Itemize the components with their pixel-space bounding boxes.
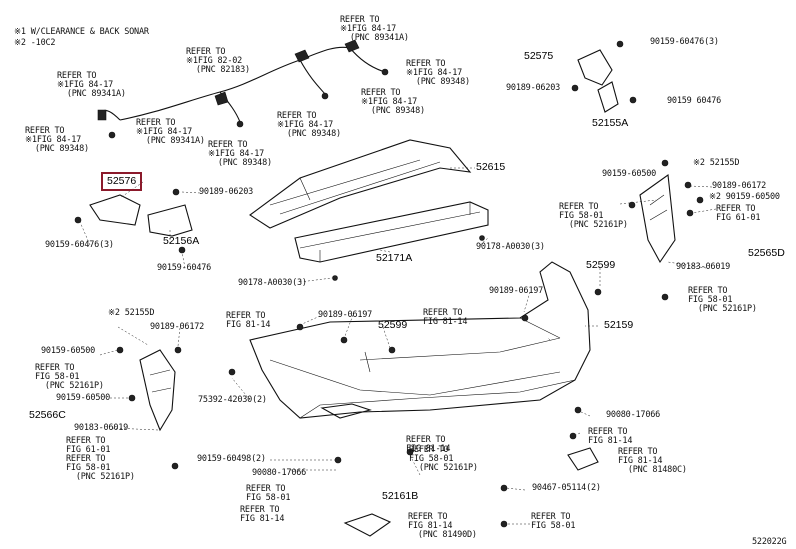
part-number: 75392-42030(2) — [198, 395, 267, 405]
part-number: 90189-06172 — [150, 322, 205, 332]
bumper-cover-52159 — [249, 261, 591, 419]
part-number: 90189-06172 — [712, 181, 767, 191]
part-number: ※2 52155D — [693, 158, 740, 168]
refer-label: REFER TO ※1FIG 84-17 (PNC 89348) — [361, 88, 425, 116]
part-number: 90189-06197 — [318, 310, 373, 320]
harness-connector-d — [97, 109, 107, 121]
refer-label: REFER TO FIG 81-14 — [588, 427, 633, 446]
part-number: 90080-17066 — [252, 468, 307, 478]
bumper-absorber-52615 — [249, 139, 472, 229]
refer-label: REFER TO FIG 58-01 (PNC 52161P) — [409, 445, 478, 473]
reflector-81490d — [343, 513, 392, 537]
part-number: 52566C — [29, 409, 66, 421]
harness-connector-c — [214, 91, 229, 106]
refer-label: REFER TO FIG 81-14 (PNC 81490D) — [408, 512, 477, 540]
retainer-52565D — [639, 174, 676, 264]
part-number: 90183-06019 — [676, 262, 731, 272]
refer-label: REFER TO FIG 58-01 (PNC 52161P) — [35, 363, 104, 391]
part-number: 52575 — [524, 50, 554, 62]
refer-label: REFER TO FIG 58-01 — [246, 484, 291, 503]
part-number: 52565D — [748, 247, 785, 259]
part-number: 90159-60476(3) — [650, 37, 719, 47]
refer-label: REFER TO ※1FIG 82-02 (PNC 82183) — [186, 47, 250, 75]
refer-label: REFER TO FIG 81-14 — [226, 311, 271, 330]
refer-label: REFER TO FIG 61-01 — [716, 204, 761, 223]
bolt-90178 — [332, 275, 338, 281]
part-number: 52599 — [378, 319, 408, 331]
refer-label: REFER TO FIG 61-01 — [66, 436, 111, 455]
sensor-clip-2 — [321, 92, 329, 100]
part-number: 90159-60476 — [157, 263, 212, 273]
part-number: 90189-06203 — [199, 187, 254, 197]
part-number: 90159-60500 — [41, 346, 96, 356]
part-number: 90183-06019 — [74, 423, 129, 433]
refer-label: REFER TO FIG 81-14 — [240, 505, 285, 524]
part-number: 52161B — [382, 490, 419, 502]
sensor-clip-3 — [236, 120, 244, 128]
refer-label: REFER TO FIG 81-14 (PNC 81480C) — [618, 447, 687, 475]
wire-harness — [119, 46, 351, 121]
part-number: 52599 — [586, 259, 616, 271]
lamp-52161b — [320, 403, 372, 419]
refer-label: REFER TO FIG 81-14 — [406, 435, 451, 454]
harness-connector-b — [344, 39, 360, 53]
part-number: 52156A — [163, 235, 200, 247]
part-number: 52159 — [604, 319, 634, 331]
part-number: 52155A — [592, 117, 629, 129]
part-number: 90467-05114(2) — [532, 483, 601, 493]
part-number: 90189-06203 — [506, 83, 561, 93]
part-number: 90159-60476(3) — [45, 240, 114, 250]
refer-label: REFER TO ※1FIG 84-17 (PNC 89348) — [208, 140, 272, 168]
refer-label: REFER TO FIG 81-14 — [423, 308, 468, 327]
refer-label: REFER TO ※1FIG 84-17 (PNC 89348) — [406, 59, 470, 87]
refer-label: REFER TO FIG 58-01 — [531, 512, 576, 531]
refer-label: REFER TO ※1FIG 84-17 (PNC 89341A) — [340, 15, 409, 43]
part-number: 90159 60476 — [667, 96, 722, 106]
part-number: 52615 — [476, 161, 506, 173]
bolt-90178-right — [479, 235, 485, 241]
part-number: 90159-60500 — [56, 393, 111, 403]
refer-label: REFER TO FIG 58-01 (PNC 52161P) — [688, 286, 757, 314]
retainer-52566C — [139, 349, 176, 432]
part-number-highlighted: 52576 — [100, 172, 143, 191]
bracket-52575 — [577, 49, 613, 86]
part-number: ※2 90159-60500 — [709, 192, 780, 202]
bracket-52576 — [89, 194, 141, 226]
bracket-52156A — [147, 204, 193, 237]
sensor-clip-1 — [381, 68, 389, 76]
header-note-2: ※2 -10C2 — [14, 38, 56, 48]
part-number: 90159-60498(2) — [197, 454, 266, 464]
refer-label: REFER TO ※1FIG 84-17 (PNC 89348) — [25, 126, 89, 154]
refer-label: REFER TO FIG 58-01 (PNC 52161P) — [66, 454, 135, 482]
refer-label: REFER TO ※1FIG 84-17 (PNC 89341A) — [57, 71, 126, 99]
sensor-clip-4 — [108, 131, 116, 139]
reflector-81480c — [567, 447, 599, 471]
diagram-id: 522022G — [752, 537, 787, 547]
part-number: ※2 52155D — [108, 308, 155, 318]
bracket-52155A — [597, 81, 619, 113]
header-note-1: ※1 W/CLEARANCE & BACK SONAR — [14, 27, 149, 37]
part-number: 90080-17066 — [606, 410, 661, 420]
refer-label: REFER TO ※1FIG 84-17 (PNC 89348) — [277, 111, 341, 139]
part-number: 52171A — [376, 252, 413, 264]
part-number: 90178-A0030(3) — [476, 242, 545, 252]
refer-label: REFER TO FIG 58-01 (PNC 52161P) — [559, 202, 628, 230]
wire-harness-branch — [99, 47, 386, 123]
part-number: 90159-60500 — [602, 169, 657, 179]
part-number: 90189-06197 — [489, 286, 544, 296]
harness-connector-a — [294, 49, 310, 63]
bumper-lower-lip — [299, 379, 576, 419]
refer-label: REFER TO ※1FIG 84-17 (PNC 89341A) — [136, 118, 205, 146]
part-number: 90178-A0030(3) — [238, 278, 307, 288]
